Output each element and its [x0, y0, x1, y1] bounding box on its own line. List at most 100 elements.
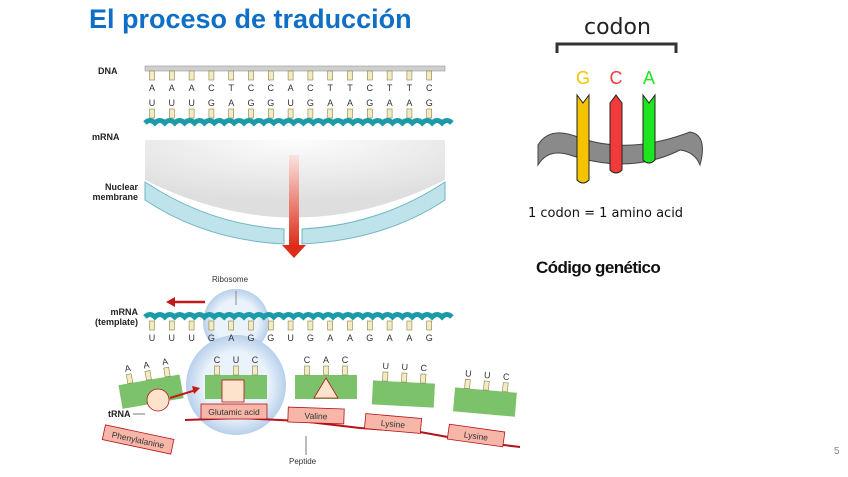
label-trna: tRNA: [108, 409, 131, 419]
mrna-base: A: [327, 333, 333, 343]
dna-peg: [188, 70, 195, 81]
nuclear-membrane-right: [301, 181, 446, 245]
mrna-base: U: [188, 333, 195, 343]
anticodon-peg: [464, 378, 471, 389]
mrna-base: U: [169, 333, 176, 343]
codon-caption: 1 codon = 1 amino acid: [528, 206, 684, 221]
amino-acid-label: Lysine: [380, 418, 405, 430]
mrna-base: G: [208, 333, 215, 343]
mrna-base: A: [347, 333, 353, 343]
anticodon-peg: [144, 370, 152, 381]
dna-peg: [149, 70, 155, 81]
dna-base: C: [307, 83, 314, 93]
glutamic-acid-shape: [221, 379, 245, 403]
anticodon-peg: [125, 373, 134, 384]
phenylalanine-shape: [146, 388, 170, 412]
mrna-peg: [169, 108, 175, 119]
mrna-strand: [143, 118, 454, 127]
dna-base: T: [327, 83, 333, 93]
anticodon-base: U: [484, 370, 491, 381]
trna-body: [453, 387, 517, 417]
mrna-base: G: [426, 98, 433, 108]
dna-peg: [426, 70, 433, 81]
mrna-peg: [149, 108, 155, 119]
mrna-peg: [208, 320, 215, 331]
mrna-template-strand: [143, 312, 454, 321]
mrna-peg: [426, 108, 433, 119]
slide-title: El proceso de traducción: [89, 4, 412, 34]
mrna-base: A: [387, 98, 393, 108]
mrna-base: U: [149, 98, 156, 108]
label-ribosome: Ribosome: [212, 275, 249, 284]
amino-acid: Lysine: [364, 413, 423, 434]
dna-peg: [366, 70, 373, 81]
dna-base: C: [367, 83, 374, 93]
mrna-base: A: [327, 98, 333, 108]
mrna-peg: [228, 108, 234, 119]
slide-number: 5: [834, 446, 840, 457]
amino-acid-box: [287, 406, 345, 425]
nuclear-membrane-left: [144, 181, 285, 245]
mrna-peg: [366, 108, 373, 119]
label-nuclear-membrane: Nuclear membrane: [92, 182, 138, 202]
dna-peg: [327, 70, 334, 81]
mrna-peg: [267, 320, 274, 331]
dna-base: C: [268, 83, 275, 93]
amino-acid-box: [200, 403, 268, 420]
dna-peg: [169, 70, 175, 81]
mrna-peg: [188, 108, 195, 119]
mrna-peg: [169, 320, 175, 331]
mrna-base: A: [406, 333, 412, 343]
mrna-peg: [228, 320, 234, 331]
anticodon-peg: [214, 365, 220, 376]
mrna-peg: [347, 320, 353, 331]
dna-base: A: [189, 83, 195, 93]
valine-shape: [313, 377, 339, 399]
mrna-peg: [307, 108, 314, 119]
label-mrna-template: mRNA (template): [94, 307, 138, 327]
mrna-peg: [149, 320, 155, 331]
dna-peg: [228, 70, 234, 81]
dna-peg: [307, 70, 314, 81]
dna-peg: [267, 70, 274, 81]
mrna-base: A: [228, 98, 234, 108]
anticodon-base: C: [214, 355, 221, 365]
mrna-peg: [287, 320, 294, 331]
direction-arrow-icon: [166, 297, 175, 307]
label-peptide: Peptide: [289, 457, 317, 466]
codon-peg: [609, 94, 623, 174]
mrna-base: G: [267, 333, 274, 343]
mrna-peg: [307, 320, 314, 331]
genetic-code-heading: Código genético: [536, 258, 661, 277]
mrna-peg: [386, 108, 393, 119]
anticodon-base: C: [252, 355, 259, 365]
amino-acid: Phenylalanine: [101, 424, 175, 455]
mrna-base: G: [267, 98, 274, 108]
anticodon-base: A: [124, 363, 132, 374]
amino-acid-box: [446, 423, 506, 448]
anticodon-peg: [502, 382, 509, 393]
mrna-base: G: [307, 98, 314, 108]
dna-base: A: [288, 83, 294, 93]
anticodon-base: C: [342, 355, 349, 365]
anticodon-peg: [304, 365, 310, 376]
amino-acid-label: Glutamic acid: [208, 407, 260, 417]
dna-base: T: [387, 83, 393, 93]
label-dna: DNA: [98, 66, 118, 76]
dna-base: T: [228, 83, 234, 93]
export-arrow-shaft: [289, 155, 299, 247]
mrna-base: G: [426, 333, 433, 343]
codon-bracket: [555, 42, 678, 53]
amino-acid-box: [364, 413, 423, 434]
codon-label: codon: [584, 15, 651, 40]
dna-base: A: [169, 83, 175, 93]
anticodon-base: U: [382, 361, 389, 371]
anticodon-base: A: [161, 356, 169, 367]
trna-body: [371, 380, 435, 408]
dna-base: C: [248, 83, 255, 93]
dna-base: C: [208, 83, 215, 93]
mrna-base: U: [287, 98, 294, 108]
amino-acid: Valine: [287, 406, 345, 425]
